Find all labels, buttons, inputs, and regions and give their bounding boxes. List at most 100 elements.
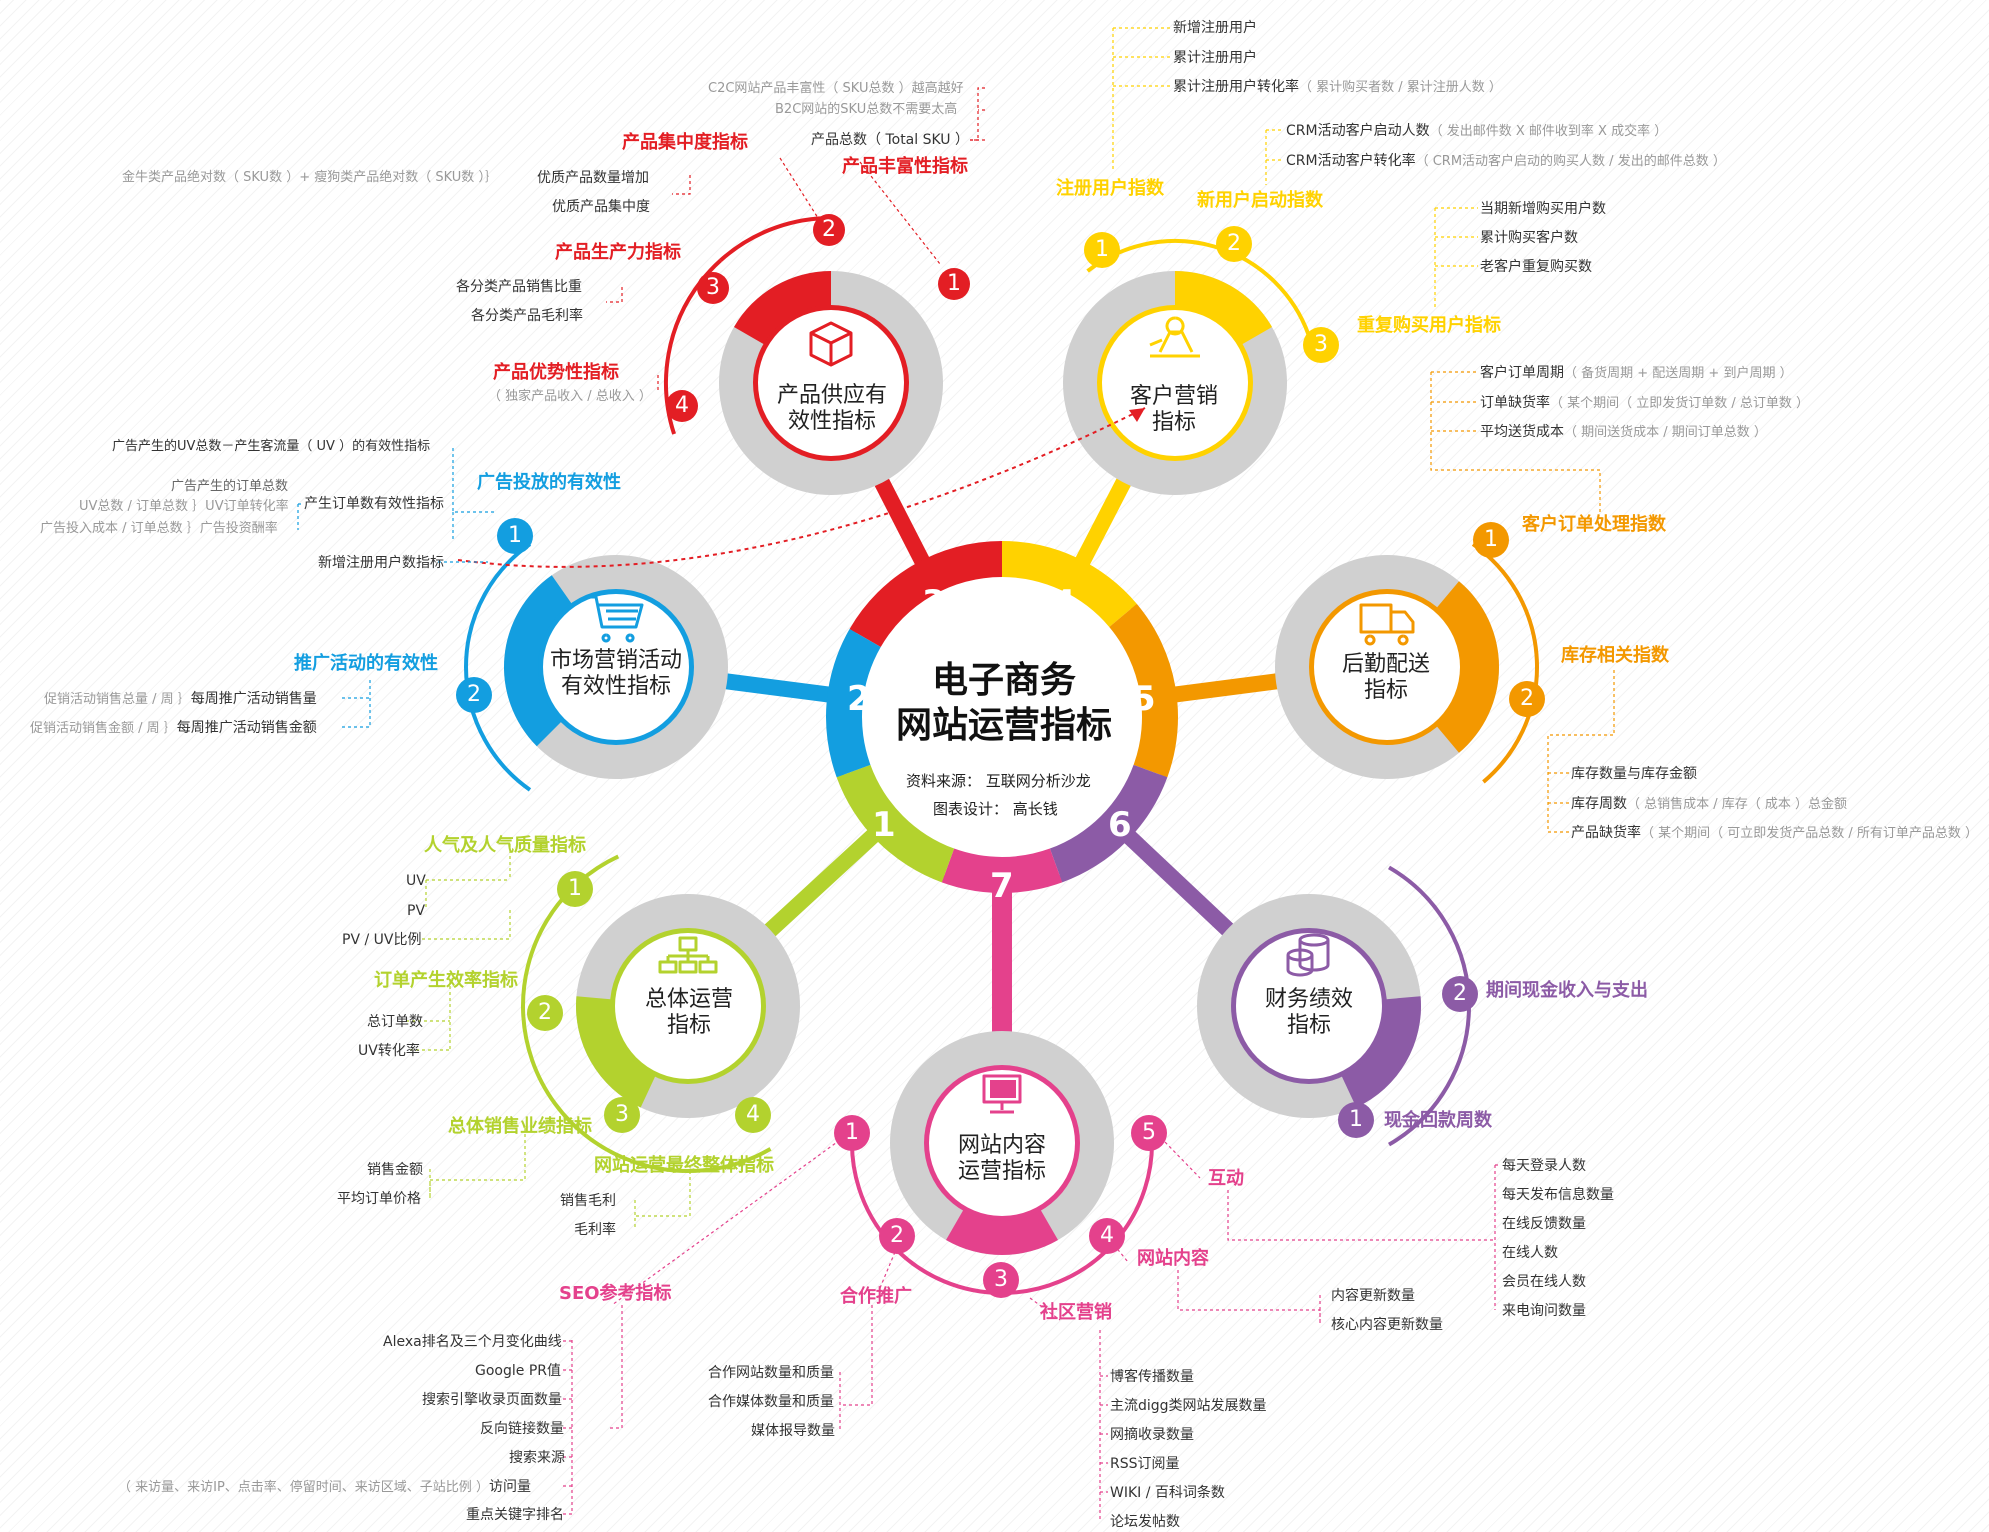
hub-segment-6-band	[1049, 764, 1168, 883]
marketing-arc	[464, 542, 532, 792]
monitor-icon	[982, 1074, 1022, 1104]
marketing-weekly-amount-formula: 促销活动销售金额 / 周 ｝	[30, 721, 177, 736]
logistics-inv-turn-label: 库存周数	[1571, 796, 1627, 812]
content-wiki: WIKI / 百科词条数	[1110, 1485, 1225, 1501]
marketing-roi: 广告投入成本 / 订单总数 ｝广告投资酬率	[40, 521, 278, 536]
content-daily-post: 每天发布信息数量	[1502, 1187, 1614, 1203]
design-label: 图表设计： 高长钱	[933, 800, 1058, 818]
leader-overall-orders	[406, 980, 451, 1051]
overall-gross: 销售毛利	[560, 1193, 616, 1209]
customer-icon	[1165, 316, 1185, 336]
hub-label-content: 网站内容运营指标	[922, 1133, 1082, 1186]
content-netpick: 网摘收录数量	[1110, 1427, 1194, 1443]
logistics-prod-short: 产品缺货率（ 某个期间（ 可立即发货产品总数 / 所有订单产品总数 ）	[1571, 826, 1978, 840]
product-node-1: 1	[938, 268, 970, 300]
content-heading-5: 互动	[1208, 1168, 1244, 1189]
customer-heading-2: 新用户启动指数	[1197, 190, 1323, 211]
content-heading-2: 合作推广	[840, 1286, 912, 1307]
leader-logistics-inventory	[1547, 670, 1615, 833]
content-forum: 论坛发帖数	[1110, 1514, 1180, 1530]
customer-old-repeat: 老客户重复购买数	[1480, 259, 1592, 275]
center-title: 电子商务网站运营指标	[872, 658, 1136, 748]
source-label: 资料来源： 互联网分析沙龙	[906, 772, 1091, 790]
segment-number-1: 1	[872, 805, 896, 845]
leader-marketing-ad	[297, 448, 497, 540]
logistics-shortage-label: 订单缺货率	[1480, 395, 1550, 411]
overall-heading-4: 网站运营最终整体指标	[594, 1155, 774, 1176]
overall-node-1: 1	[557, 871, 593, 907]
hub-label-product: 产品供应有效性指标	[752, 383, 912, 436]
hub-label-overall-l2: 指标	[666, 1013, 711, 1039]
overall-uv-rate: UV转化率	[358, 1043, 420, 1059]
org-chart-icon-1	[666, 950, 710, 962]
marketing-heading-1: 广告投放的有效性	[477, 472, 621, 493]
content-visits-formula: （ 来访量、来访IP、点击率、停留时间、来访区域、子站比例 ）	[118, 1480, 489, 1495]
hub-label-content-l2: 运营指标	[957, 1159, 1046, 1185]
finance-node-2: 2	[1442, 976, 1478, 1012]
content-heading-3: 社区营销	[1040, 1302, 1112, 1323]
content-visits-label: 访问量	[488, 1479, 531, 1495]
hub-label-logistics-l2: 指标	[1363, 678, 1408, 704]
overall-pv-uv: PV / UV比例	[342, 932, 422, 948]
content-digg: 主流digg类网站发展数量	[1110, 1398, 1267, 1414]
coins-icon-1	[1298, 940, 1330, 972]
hub-segment-7-band	[941, 848, 1063, 893]
customer-arc	[1086, 239, 1311, 336]
customer-cum-conv: 累计注册用户转化率（ 累计购买者数 / 累计注册人数 ）	[1173, 80, 1502, 94]
hub-label-customer: 客户营销指标	[1094, 384, 1254, 437]
leader-overall-sales	[429, 1128, 526, 1198]
logistics-node-1: 1	[1473, 522, 1509, 558]
logistics-cycle-label: 客户订单周期	[1480, 365, 1564, 381]
marketing-uv-line: 广告产生的UV总数－产生客流量（ UV ）的有效性指标	[112, 439, 431, 454]
content-members: 会员在线人数	[1502, 1274, 1586, 1290]
logistics-shortage-formula: （ 某个期间（ 立即发货订单数 / 总订单数 ）	[1550, 396, 1810, 411]
overall-avg-order: 平均订单价格	[337, 1191, 421, 1207]
content-node-5: 5	[1131, 1115, 1167, 1151]
org-chart-icon-4	[698, 960, 718, 974]
segment-number-2: 2	[847, 679, 871, 719]
hub-label-finance-l1: 财务绩效	[1264, 987, 1353, 1012]
logistics-avg-cost-label: 平均送货成本	[1480, 424, 1564, 440]
overall-node-4: 4	[735, 1097, 771, 1133]
content-search-src: 搜索来源	[509, 1450, 565, 1466]
center-title-line2: 网站运营指标	[895, 705, 1112, 746]
leader-content-site	[1109, 1239, 1321, 1324]
overall-pv: PV	[407, 903, 426, 919]
overall-margin: 毛利率	[574, 1222, 616, 1238]
logistics-inv-turn: 库存周数（ 总销售成本 / 库存（ 成本 ）总金额	[1571, 797, 1847, 811]
logistics-prod-short-label: 产品缺货率	[1571, 825, 1641, 841]
content-visits: （ 来访量、来访IP、点击率、停留时间、来访区域、子站比例 ）访问量	[118, 1480, 531, 1494]
hub-label-product-l1: 产品供应有	[776, 383, 887, 408]
content-keywords: 重点关键字排名	[466, 1507, 564, 1523]
hub-label-marketing: 市场营销活动有效性指标	[536, 648, 696, 701]
leader-overall-final	[634, 1165, 691, 1229]
finance-node-1: 1	[1338, 1102, 1374, 1138]
marketing-weekly-total-formula: 促销活动销售总量 / 周 ｝	[44, 692, 191, 707]
content-core-update: 核心内容更新数量	[1331, 1317, 1443, 1333]
overall-sales-amount: 销售金额	[367, 1162, 423, 1178]
center-disc-outer	[834, 549, 1170, 885]
segment-number-5: 5	[1132, 679, 1156, 719]
content-heading-1: SEO参考指标	[559, 1283, 672, 1304]
hub-segment-3-band	[849, 541, 1002, 647]
logistics-arc	[1471, 542, 1539, 784]
leader-overall-traffic	[422, 844, 511, 940]
leader-content-seo	[611, 1139, 841, 1306]
product-c2c: C2C网站产品丰富性（ SKU总数 ）越高越好	[708, 81, 964, 96]
dashed-link-curve	[457, 407, 1146, 568]
logistics-avg-cost: 平均送货成本（ 期间送货成本 / 期间订单总数 ）	[1480, 425, 1767, 439]
segment-number-6: 6	[1108, 805, 1132, 845]
overall-heading-1: 人气及人气质量指标	[424, 835, 586, 856]
customer-new-reg: 新增注册用户	[1173, 20, 1257, 36]
hub-segment-1-band	[836, 764, 955, 883]
logistics-cycle: 客户订单周期（ 备货周期 + 配送周期 + 到户周期 ）	[1480, 366, 1793, 380]
product-node-4: 4	[666, 390, 698, 422]
content-update: 内容更新数量	[1331, 1288, 1415, 1304]
marketing-uv-conv: UV总数 / 订单总数 ｝UV订单转化率	[79, 499, 289, 514]
content-rss: RSS订阅量	[1110, 1456, 1180, 1472]
marketing-node-1: 1	[497, 518, 533, 554]
logistics-prod-short-formula: （ 某个期间（ 可立即发货产品总数 / 所有订单产品总数 ）	[1641, 826, 1979, 841]
leader-customer-repeat	[1434, 207, 1478, 310]
customer-icon-1	[1158, 330, 1194, 353]
customer-cur-new: 当期新增购买用户数	[1480, 201, 1606, 217]
